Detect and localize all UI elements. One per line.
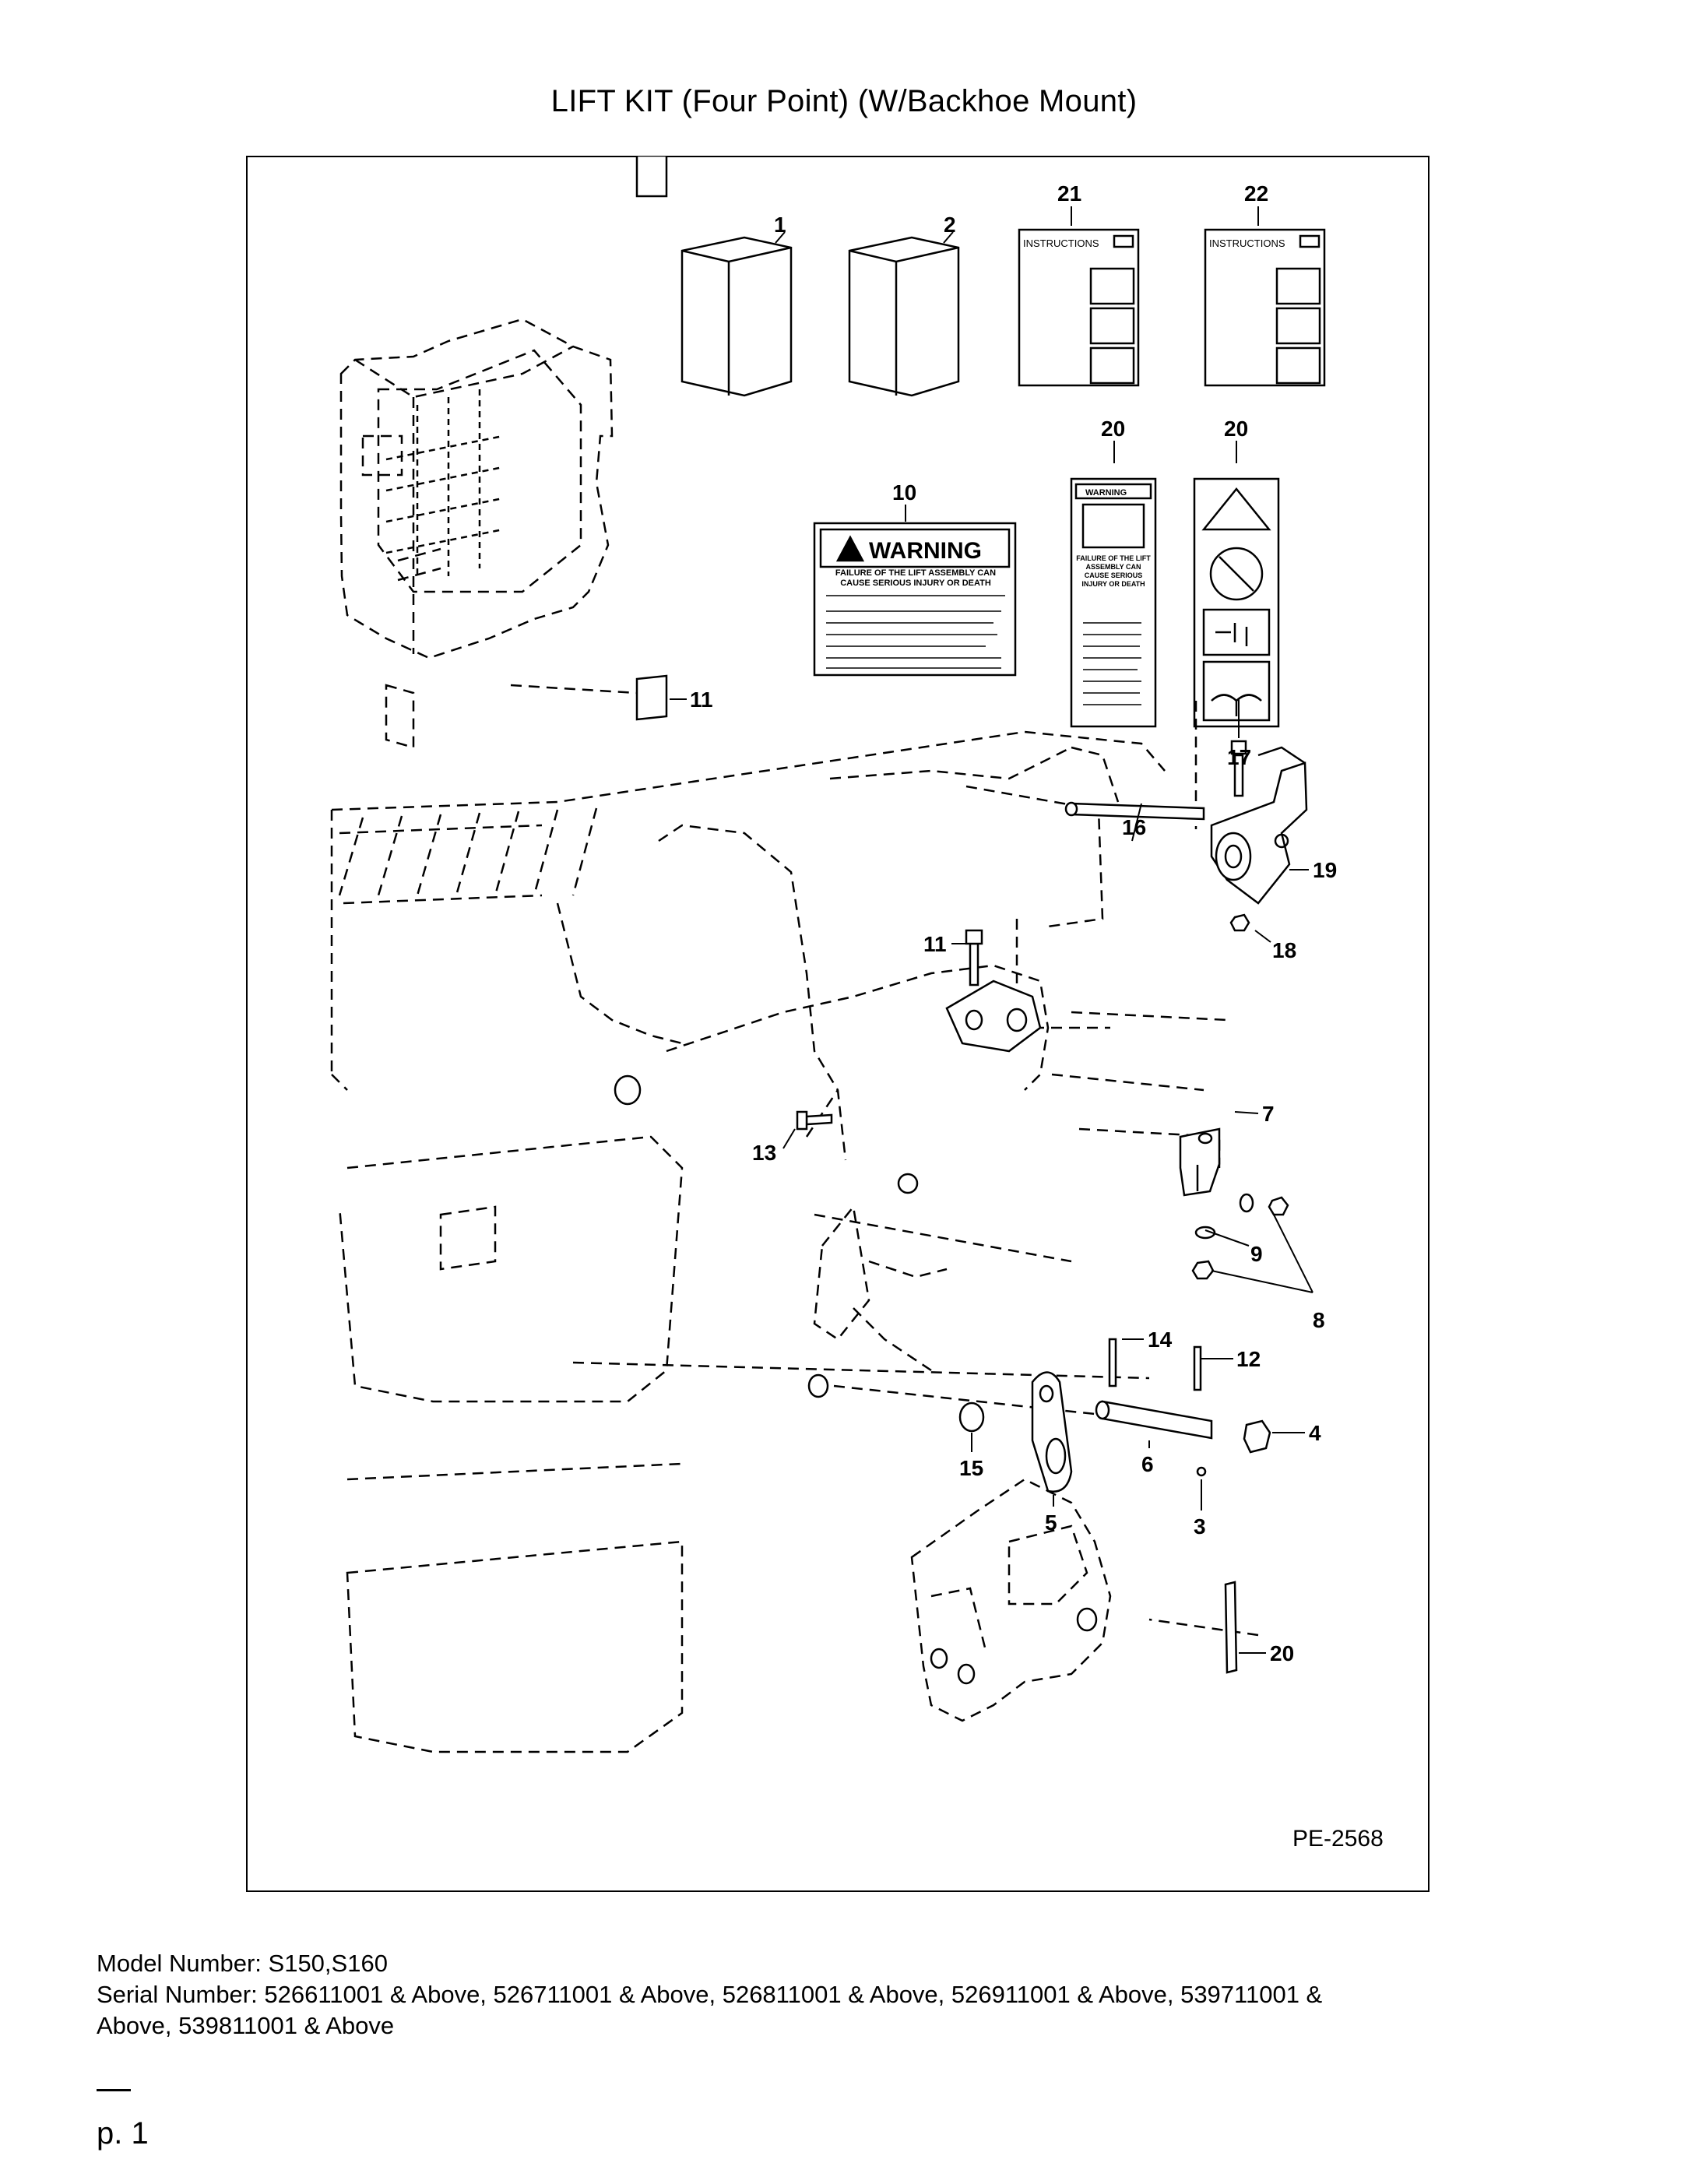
decal-20-lower: [1224, 1581, 1238, 1674]
lift-link-5: [1031, 1371, 1073, 1493]
bolt-17: [1230, 740, 1247, 797]
instructions-label-22: INSTRUCTIONS: [1209, 237, 1285, 249]
callout-12: 12: [1236, 1347, 1261, 1371]
callout-19: 19: [1313, 858, 1337, 882]
small-warning-text: FAILURE OF THE LIFT ASSEMBLY CAN CAUSE S…: [1076, 554, 1151, 588]
model-serial-info: Model Number: S150,S160 Serial Number: 5…: [97, 1948, 1322, 2042]
castle-nut-4: [1243, 1419, 1271, 1454]
callout-22: 22: [1244, 181, 1268, 206]
bolt-11: [965, 929, 983, 986]
instructions-manual-22: [1204, 228, 1326, 387]
serial-number-line-2: Above, 539811001 & Above: [97, 2012, 395, 2039]
instructions-label-21: INSTRUCTIONS: [1023, 237, 1099, 249]
callout-9: 9: [1250, 1242, 1263, 1266]
bolt-13: [796, 1110, 833, 1131]
backhoe-mount-bracket: [945, 979, 1042, 1053]
callout-13: 13: [752, 1141, 776, 1165]
callout-11a: 11: [690, 688, 713, 712]
model-number: Model Number: S150,S160: [97, 1950, 388, 1977]
bracket-7: [1179, 1127, 1221, 1197]
callout-20b: 20: [1224, 417, 1248, 441]
warning-header: WARNING: [869, 538, 982, 564]
pin-14: [1108, 1338, 1117, 1387]
page-number: p. 1: [97, 2116, 149, 2151]
nut-8a: [1268, 1196, 1289, 1216]
nut-18: [1229, 913, 1250, 932]
page-title: LIFT KIT (Four Point) (W/Backhoe Mount): [550, 84, 1138, 118]
callout-21: 21: [1057, 181, 1081, 206]
washer-9a: [1239, 1193, 1254, 1213]
warning-decal-20-text: [1070, 477, 1157, 728]
pin-16: [1064, 801, 1205, 821]
lower-mount-bracket: [910, 1478, 1112, 1722]
callout-3: 3: [1194, 1514, 1206, 1539]
part-1-box: [680, 236, 793, 397]
pin-6: [1095, 1400, 1213, 1440]
callout-5: 5: [1045, 1511, 1057, 1535]
warning-decal-10: [813, 522, 1017, 677]
callout-7: 7: [1262, 1102, 1275, 1126]
small-warning-header: WARNING: [1085, 488, 1127, 498]
callout-1: 1: [774, 213, 786, 237]
bracket-19: [1210, 746, 1308, 905]
serial-number-line-1: Serial Number: 526611001 & Above, 526711…: [97, 1981, 1323, 2008]
callout-20c: 20: [1270, 1641, 1294, 1665]
warning-text: FAILURE OF THE LIFT ASSEMBLY CAN CAUSE S…: [835, 568, 997, 588]
figure-code: PE-2568: [1292, 1826, 1384, 1852]
washer-9b: [1194, 1226, 1216, 1240]
pictorial-decal-20: [1193, 477, 1280, 728]
assembly-lines: [572, 701, 1259, 1637]
callout-2: 2: [944, 213, 956, 237]
callout-10: 10: [892, 480, 916, 505]
callout-15: 15: [959, 1456, 983, 1480]
callout-4: 4: [1309, 1421, 1321, 1445]
callout-11b: 11: [923, 932, 947, 956]
loader-frame: [330, 730, 1166, 1753]
callout-8: 8: [1313, 1308, 1325, 1332]
callout-18: 18: [1272, 938, 1296, 962]
decal-11-small: [635, 156, 668, 198]
callout-17: 17: [1227, 745, 1251, 769]
callout-20a: 20: [1101, 417, 1125, 441]
nut-8b: [1191, 1260, 1215, 1280]
callout-14: 14: [1148, 1328, 1173, 1352]
pin-12: [1193, 1345, 1202, 1391]
diagram-frame: [246, 156, 1430, 1892]
cotter-3: [1196, 1466, 1207, 1477]
page-number-rule: [97, 2089, 131, 2091]
spacer-15: [958, 1401, 985, 1433]
instructions-manual-21: [1018, 228, 1140, 387]
callout-16: 16: [1122, 815, 1146, 839]
part-2-box: [848, 236, 960, 397]
exploded-parts-diagram: 1 2 21 22 20 20 10 11 17 16 19 11 18 7 1…: [330, 156, 1337, 1753]
callout-6: 6: [1141, 1452, 1154, 1476]
loader-cab: [339, 318, 614, 749]
